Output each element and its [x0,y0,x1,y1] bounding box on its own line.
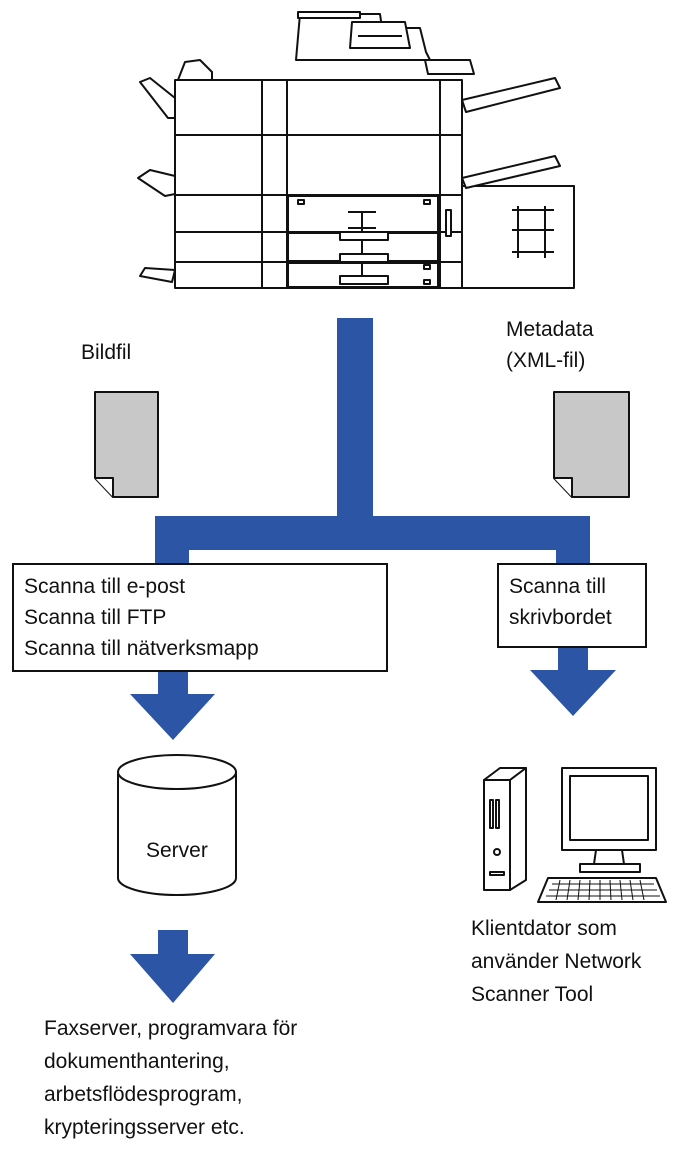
server-label: Server [146,835,208,866]
server-text: Server [146,839,208,862]
image-file-text: Bildfil [81,341,132,364]
destinations-line-1: Faxserver, programvara för [44,1017,298,1040]
client-computer-label: Klientdator som använder Network Scanner… [471,912,641,1011]
metadata-line-1: Metadata [506,318,594,341]
client-computer-icon [483,767,667,903]
scan-to-network-folder-label: Scanna till nätverksmapp [24,637,259,660]
scan-to-desktop-line-1: Scanna till [509,575,606,598]
server-icon [117,754,237,896]
client-line-1: Klientdator som [471,917,617,940]
client-line-3: Scanner Tool [471,983,594,1006]
printer-icon [137,11,575,289]
scan-to-email-label: Scanna till e-post [24,575,186,598]
destinations-line-3: arbetsflödesprogram, [44,1083,243,1106]
scan-methods-left-box: Scanna till e-post Scanna till FTP Scann… [12,563,388,672]
flow-lines [130,318,616,1003]
metadata-document-icon [553,391,630,498]
scan-to-desktop-line-2: skrivbordet [509,606,612,629]
metadata-label: Metadata (XML-fil) [506,314,594,376]
image-file-document-icon [94,391,159,498]
image-file-label: Bildfil [81,337,131,368]
scan-to-ftp-label: Scanna till FTP [24,606,167,629]
destinations-label: Faxserver, programvara för dokumenthante… [44,1012,297,1144]
metadata-line-2: (XML-fil) [506,349,586,372]
scan-methods-right-box: Scanna till skrivbordet [497,563,647,648]
destinations-line-4: krypteringsserver etc. [44,1116,245,1139]
destinations-line-2: dokumenthantering, [44,1050,230,1073]
client-line-2: använder Network [471,950,642,973]
